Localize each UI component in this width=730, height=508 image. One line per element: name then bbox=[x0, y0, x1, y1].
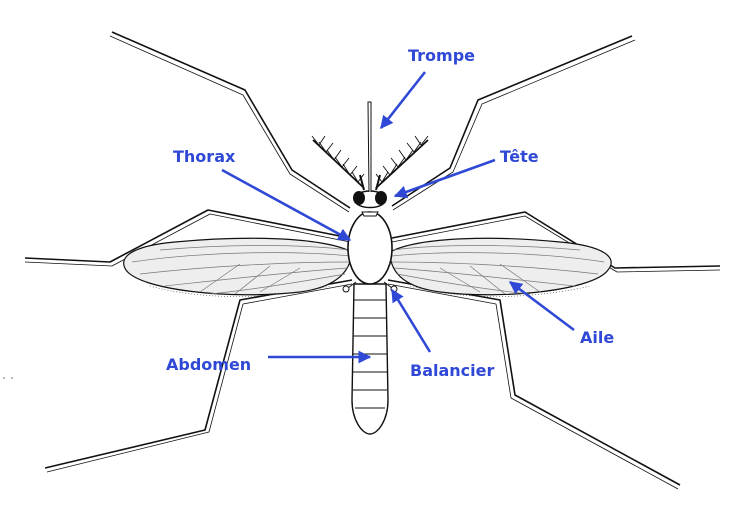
label-abdomen: Abdomen bbox=[166, 355, 251, 374]
leg-hind-left bbox=[44, 279, 353, 469]
proboscis bbox=[367, 101, 372, 193]
leg-mid-left bbox=[24, 209, 351, 263]
leg-front-left bbox=[111, 31, 351, 209]
arrow-tete bbox=[393, 158, 496, 199]
wing-right bbox=[389, 237, 612, 296]
eye-left bbox=[353, 191, 365, 205]
head-body bbox=[353, 174, 387, 217]
arrow-trompe bbox=[379, 71, 427, 130]
arrow-thorax bbox=[221, 168, 352, 242]
wings bbox=[123, 237, 612, 297]
labels: Trompe Thorax Tête Aile Abdomen Balancie… bbox=[166, 46, 614, 380]
label-trompe: Trompe bbox=[408, 46, 475, 65]
arrow-aile bbox=[508, 280, 575, 332]
wing-left bbox=[123, 237, 353, 296]
antennae bbox=[311, 135, 429, 189]
thorax-body bbox=[347, 211, 393, 285]
leg-hind-right bbox=[387, 279, 681, 486]
label-aile: Aile bbox=[580, 328, 614, 347]
label-balancier: Balancier bbox=[410, 361, 494, 380]
label-tete: Tête bbox=[500, 147, 539, 166]
leg-mid-right bbox=[391, 211, 721, 269]
pointer-arrows bbox=[221, 71, 575, 364]
eye-right bbox=[375, 191, 387, 205]
label-thorax: Thorax bbox=[173, 147, 236, 166]
arrow-balancier bbox=[390, 288, 432, 353]
abdomen-body bbox=[351, 283, 389, 435]
